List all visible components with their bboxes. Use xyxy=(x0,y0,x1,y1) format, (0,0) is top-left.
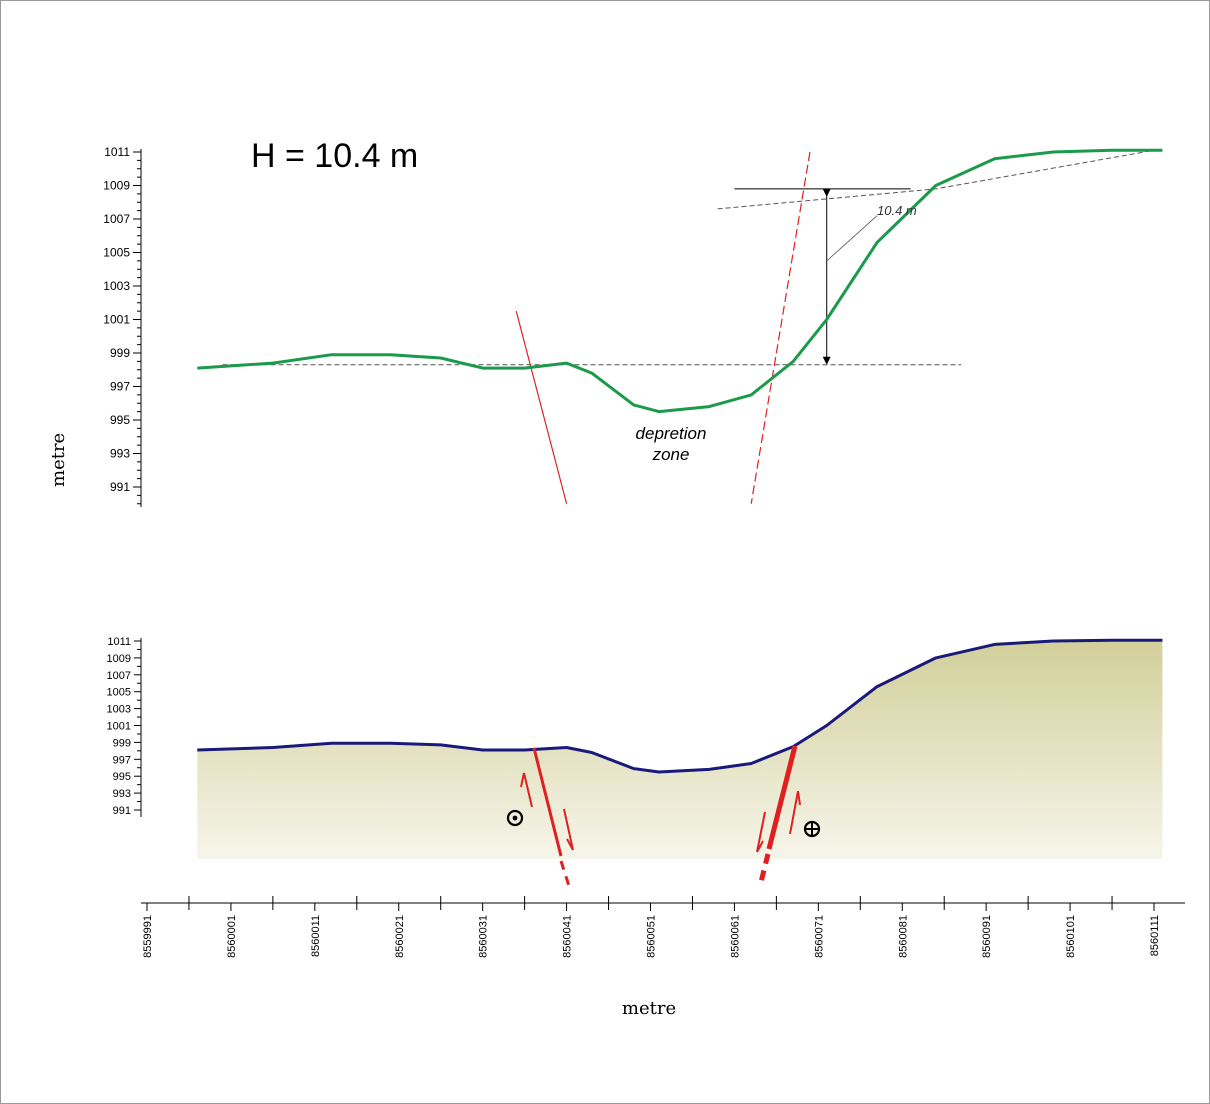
top-y-tick-label: 1007 xyxy=(103,212,130,226)
bottom-y-tick-label: 1009 xyxy=(107,653,131,665)
x-tick-label: 8560101 xyxy=(1065,915,1077,958)
top-y-tick-label: 995 xyxy=(110,413,130,427)
top-y-tick-label: 1005 xyxy=(103,246,130,260)
top-y-tick-label: 999 xyxy=(110,346,130,360)
fault-trace-line xyxy=(515,310,568,504)
x-tick-label: 8560041 xyxy=(562,915,574,958)
x-tick-label: 8560051 xyxy=(646,915,658,958)
top-y-tick-label: 1001 xyxy=(103,313,130,327)
reference-lines xyxy=(222,149,1155,366)
bottom-y-tick-label: 1005 xyxy=(107,687,131,699)
bottom-y-tick-label: 993 xyxy=(113,788,131,800)
bottom-y-ticks: 1011 1009 1007 1005 1003 1001 999 997 995 993 991 xyxy=(107,636,141,817)
fault-right-arrow-up xyxy=(789,790,801,835)
x-ticks: 8559991 8560001 8560011 8560021 8560031 85600… xyxy=(142,896,1161,958)
elevation-profile-line xyxy=(197,148,1163,414)
fault-left-arrow-down xyxy=(563,808,574,851)
bottom-y-tick-label: 997 xyxy=(113,754,131,766)
bottom-y-axis: 1011 1009 1007 1005 1003 1001 999 997 995 993 991 xyxy=(107,636,142,817)
fault-left-trace xyxy=(532,747,563,857)
fault-left xyxy=(506,747,574,887)
fault-left-dash xyxy=(559,860,571,887)
fault-right-trace xyxy=(766,745,798,850)
fault-traces xyxy=(515,151,811,504)
bottom-y-tick-label: 995 xyxy=(113,771,131,783)
circle-cross-icon xyxy=(803,820,821,838)
fault-left-arrow-up xyxy=(520,772,533,808)
fault-right xyxy=(756,745,821,887)
top-y-tick-label: 997 xyxy=(110,380,130,394)
x-tick-label: 8560091 xyxy=(981,915,993,958)
circle-dot-icon xyxy=(506,809,524,827)
throw-leader-line xyxy=(826,215,878,262)
ground-surface-line xyxy=(197,638,1163,774)
bottom-y-tick-label: 991 xyxy=(113,805,131,817)
x-tick-label: 8560111 xyxy=(1149,915,1161,956)
bottom-y-tick-label: 1001 xyxy=(107,721,131,733)
reference-dashed-line xyxy=(717,149,1155,210)
x-tick-label: 8560031 xyxy=(478,915,490,958)
bottom-y-tick-label: 1003 xyxy=(107,704,131,716)
top-y-tick-label: 1011 xyxy=(104,145,130,159)
x-axis-title: metre xyxy=(622,998,676,1019)
bottom-y-tick-label: 1011 xyxy=(107,636,131,648)
x-tick-label: 8560001 xyxy=(226,915,238,958)
depression-label-line1: depretion xyxy=(636,424,707,443)
top-y-tick-label: 1003 xyxy=(103,279,130,293)
x-tick-label: 8559991 xyxy=(142,915,154,958)
x-tick-label: 8560061 xyxy=(729,915,741,958)
throw-measurement xyxy=(734,188,911,365)
fault-right-dash xyxy=(757,853,771,887)
bottom-y-tick-label: 999 xyxy=(113,737,131,749)
depression-label-line2: zone xyxy=(652,445,690,464)
x-tick-label: 8560081 xyxy=(897,915,909,958)
fault-right-arrow-down xyxy=(756,811,766,853)
bottom-y-tick-label: 1007 xyxy=(107,670,131,682)
x-axis: 8559991 8560001 8560011 8560021 8560031 85600… xyxy=(141,896,1185,958)
top-y-tick-label: 991 xyxy=(110,480,130,494)
y-axis-title: metre xyxy=(48,433,69,487)
x-tick-label: 8560011 xyxy=(310,915,322,957)
top-y-axis: 1011 1009 1007 1005 1003 1001 999 997 995 993 991 xyxy=(103,145,142,507)
x-tick-label: 8560021 xyxy=(394,915,406,958)
fault-trace-line xyxy=(750,151,811,504)
throw-label: 10.4 m xyxy=(877,203,917,218)
x-tick-label: 8560071 xyxy=(813,915,825,958)
chart-title: H = 10.4 m xyxy=(251,137,418,175)
top-y-tick-label: 993 xyxy=(110,447,130,461)
ground-section-fill xyxy=(197,640,1163,859)
top-y-tick-label: 1009 xyxy=(103,179,130,193)
top-y-ticks: 1011 1009 1007 1005 1003 1001 999 997 995 993 991 xyxy=(103,145,141,505)
